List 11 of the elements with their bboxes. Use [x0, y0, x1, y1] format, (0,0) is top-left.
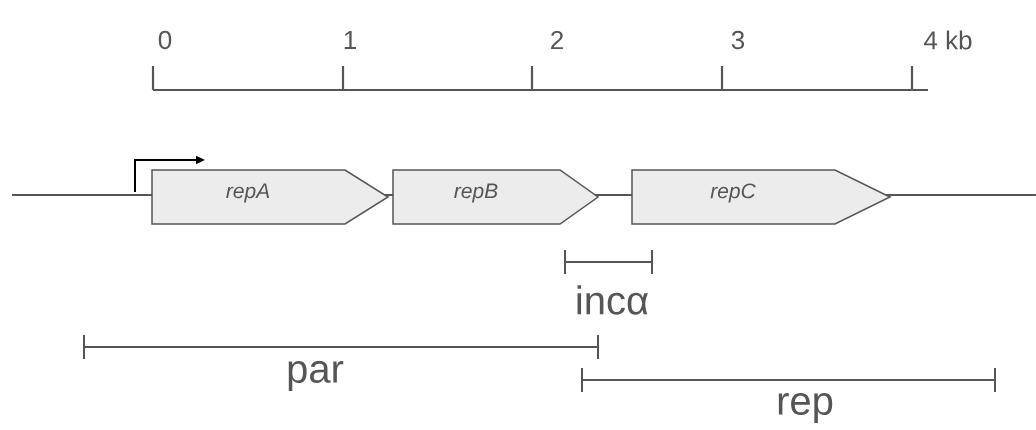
gene-block: repB [392, 169, 600, 225]
scale-label: 3 [731, 30, 745, 50]
gene-block: repC [631, 169, 892, 225]
scale-label: 1 [344, 31, 356, 49]
gene-block: repA [151, 169, 390, 225]
scale-label: 2 [551, 30, 563, 50]
scale-label: 0 [158, 30, 172, 50]
scale-label: 4 kb [924, 30, 972, 50]
region-label: rep [778, 393, 833, 423]
region-label: par [288, 361, 344, 391]
region-label: incα [577, 285, 648, 315]
